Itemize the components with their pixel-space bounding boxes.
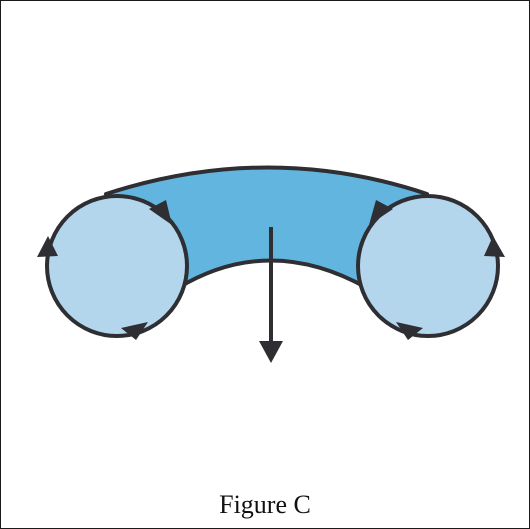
vortex-ring-diagram (37, 165, 505, 363)
right-vortex-circle (356, 194, 500, 338)
left-vortex-circle (45, 194, 189, 338)
right-circulation-arrow-right (484, 236, 505, 257)
right-circulation-arrow-top (369, 200, 393, 225)
figure-caption: Figure C (219, 490, 311, 519)
left-circulation-arrow-bottom (121, 322, 148, 340)
down-arrow-icon (259, 227, 283, 363)
left-circulation-arrow-left (37, 236, 58, 257)
left-circulation-arrow-top (149, 200, 172, 225)
right-circulation-arrow-bottom (396, 322, 423, 340)
